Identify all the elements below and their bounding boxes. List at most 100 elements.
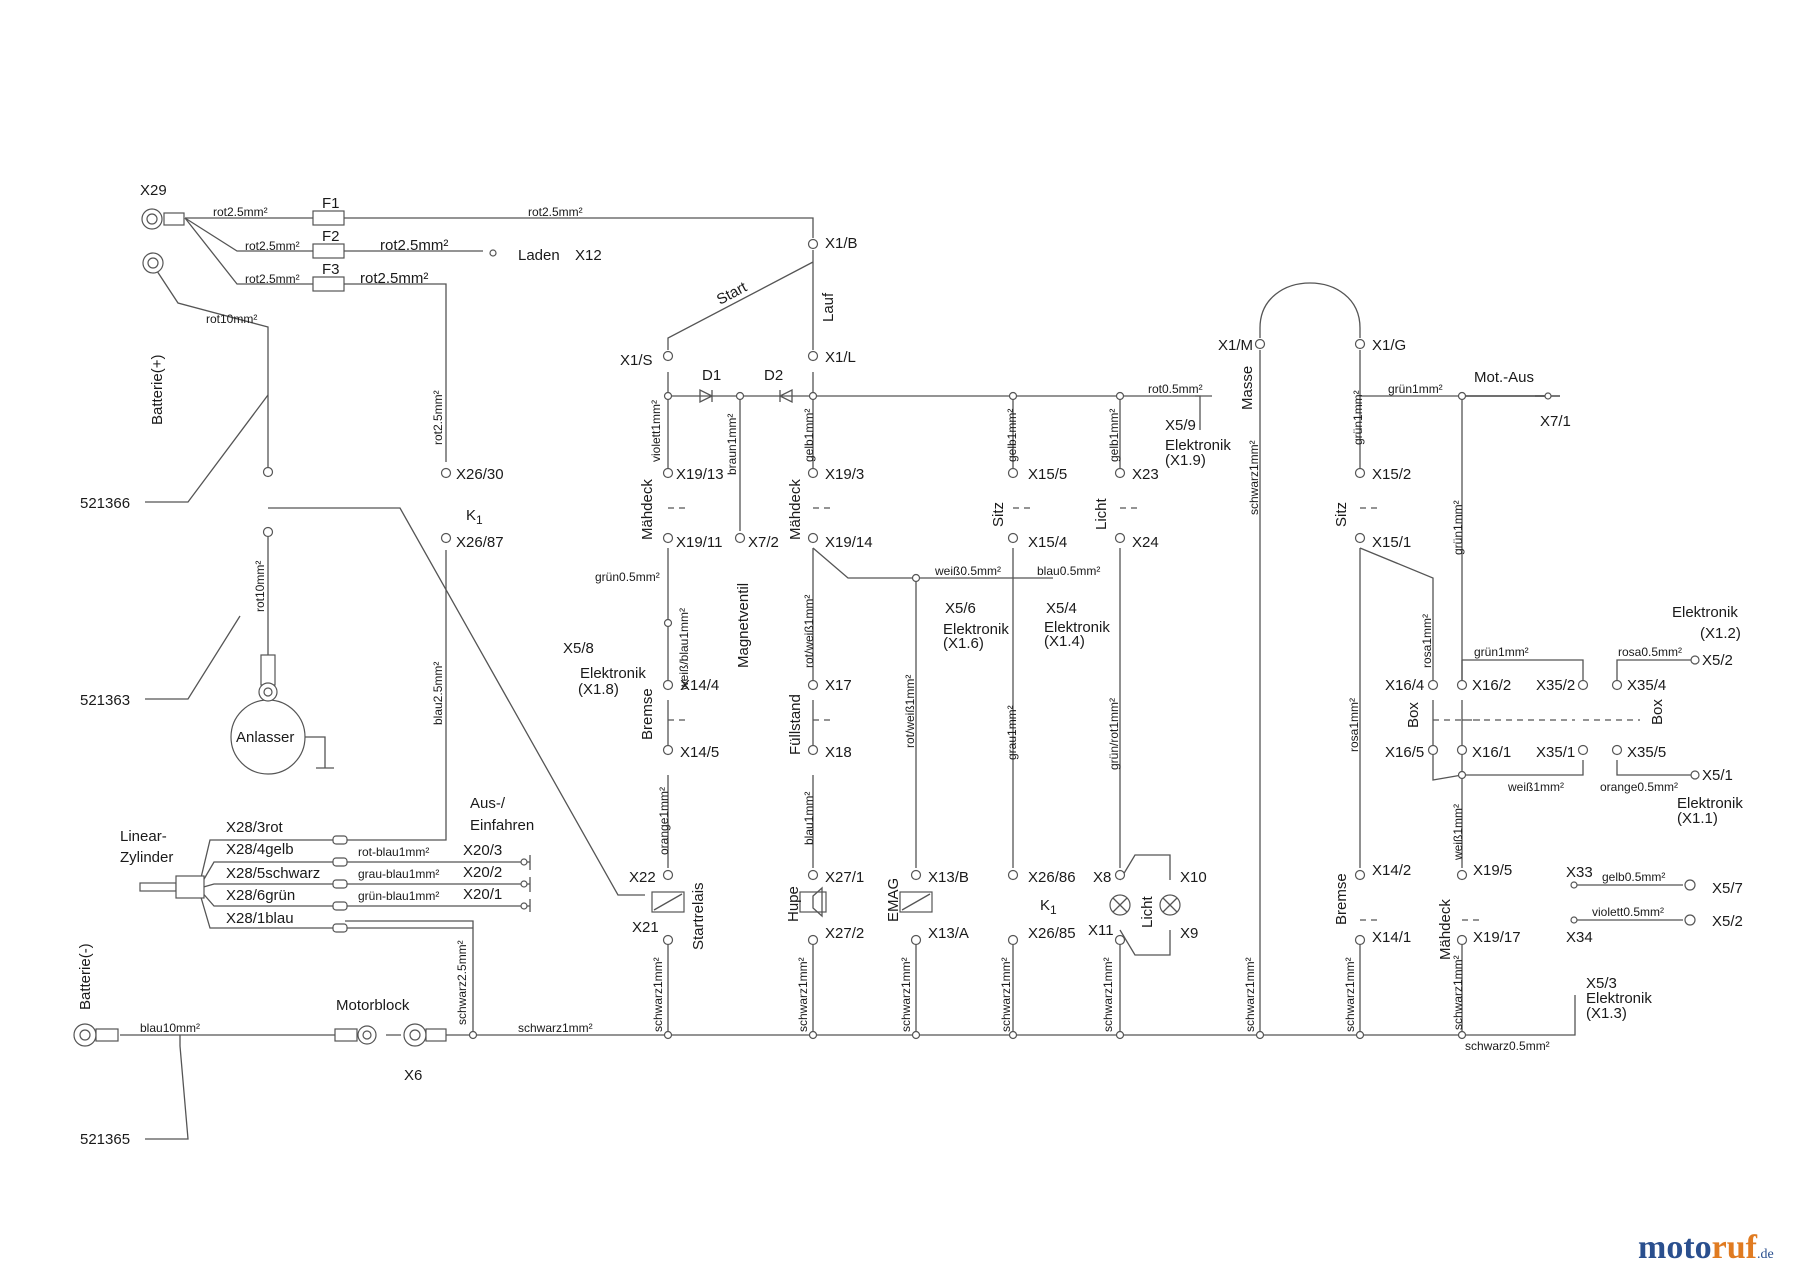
wire-label: grau-blau1mm² (358, 867, 439, 881)
sitz-label: Sitz (990, 502, 1007, 527)
bremse-label: Bremse (1333, 873, 1350, 925)
connector-x11: X11 (1088, 922, 1114, 939)
wire-label: violett0.5mm² (1592, 905, 1664, 919)
wire-label: rot0.5mm² (1148, 382, 1203, 396)
elektronik-label: Elektronik (943, 621, 1009, 638)
connector-x19-13: X19/13 (676, 466, 724, 483)
plug-pins-x28 (332, 835, 348, 933)
elektronik-ref-x1-9: (X1.9) (1165, 452, 1206, 469)
connector-x14-4: X14/4 (680, 677, 719, 694)
connector-x5-2b: X5/2 (1712, 913, 1743, 930)
maehdeck-label: Mähdeck (1437, 899, 1454, 960)
wire-label: blau10mm² (140, 1021, 200, 1035)
battery-minus-label: Batterie(-) (77, 943, 94, 1010)
box-label: Box (1649, 699, 1666, 725)
connector-x27-1: X27/1 (825, 869, 864, 886)
wire-label: weiß0.5mm² (934, 564, 1001, 578)
wire-label: grün1mm² (1351, 390, 1365, 445)
connector-x19-5: X19/5 (1473, 862, 1512, 879)
wire-label: rosa1mm² (1347, 698, 1361, 752)
wire-label: schwarz1mm² (518, 1021, 593, 1035)
wire-label: rot2.5mm² (213, 205, 268, 219)
wire-label: rot-blau1mm² (358, 845, 429, 859)
wire-label: rot10mm² (253, 561, 267, 612)
connector-x26-86: X26/86 (1028, 869, 1076, 886)
wire-label: blau2.5mm² (431, 662, 445, 725)
connector-x28-4: X28/4gelb (226, 841, 294, 858)
starter-motor-icon (230, 654, 334, 775)
battery-minus-terminal-icon (73, 1023, 447, 1047)
sitz-label: Sitz (1333, 502, 1350, 527)
connector-x26-85: X26/85 (1028, 925, 1076, 942)
part-number-521366: 521366 (80, 495, 130, 512)
wire-label: grün/rot1mm² (1107, 698, 1121, 770)
connector-x5-3: X5/3 (1586, 975, 1617, 992)
connector-x35-2: X35/2 (1536, 677, 1575, 694)
connector-x26-87: X26/87 (456, 534, 504, 551)
battery-plus-label: Batterie(+) (149, 355, 166, 425)
elektronik-label: Elektronik (580, 665, 646, 682)
diode-label-d1: D1 (702, 367, 721, 384)
wire-label: braun1mm² (725, 414, 739, 475)
connector-x5-2a: X5/2 (1702, 652, 1733, 669)
fuse-label-f2: F2 (322, 228, 340, 245)
connector-x16-5: X16/5 (1385, 744, 1424, 761)
emag-label: EMAG (885, 878, 902, 922)
zylinder-label: Zylinder (120, 849, 173, 866)
connector-labels: X29 X12 X1/B X1/S X1/L X1/M X1/G X7/1 X2… (140, 182, 1743, 1084)
connector-x18: X18 (825, 744, 852, 761)
connector-x21: X21 (632, 919, 659, 936)
connector-x9: X9 (1180, 925, 1198, 942)
wire-label: schwarz2.5mm² (455, 940, 469, 1025)
connector-x34: X34 (1566, 929, 1593, 946)
licht-label: Licht (1139, 895, 1156, 928)
extend-retract-switch-icon (520, 855, 531, 912)
wire-label: grün0.5mm² (595, 570, 660, 584)
wire-label: blau1mm² (802, 792, 816, 845)
connector-x15-1: X15/1 (1372, 534, 1411, 551)
watermark-logo: motoruf.de (1638, 1229, 1774, 1266)
connector-x14-2: X14/2 (1372, 862, 1411, 879)
wire-label: rosa0.5mm² (1618, 645, 1682, 659)
wire-label: schwarz1mm² (796, 957, 810, 1032)
wire-label: orange1mm² (657, 787, 671, 855)
connector-x23: X23 (1132, 466, 1159, 483)
elektronik-ref-x1-2: (X1.2) (1700, 625, 1741, 642)
watermark-suffix: .de (1757, 1247, 1774, 1262)
connector-x1s: X1/S (620, 352, 653, 369)
wire-label: grau1mm² (1005, 705, 1019, 760)
fuse-f1 (312, 210, 345, 226)
fuse-label-f3: F3 (322, 261, 340, 278)
connector-x13-a: X13/A (928, 925, 969, 942)
wire-label: rot2.5mm² (528, 205, 583, 219)
einfahren-label: Einfahren (470, 817, 534, 834)
hupe-label: Hupe (785, 886, 802, 922)
wire-label: schwarz1mm² (899, 957, 913, 1032)
relay-coils (651, 886, 933, 918)
box-label: Box (1405, 702, 1422, 728)
connector-x20-3: X20/3 (463, 842, 502, 859)
wire-label: schwarz1mm² (1343, 957, 1357, 1032)
wire-label: weiß1mm² (1451, 804, 1465, 861)
connector-x14-1: X14/1 (1372, 929, 1411, 946)
wire-label: rot/weiß1mm² (903, 675, 917, 748)
lamp-icons (1109, 894, 1181, 916)
connector-x16-4: X16/4 (1385, 677, 1424, 694)
wire-label: schwarz0.5mm² (1465, 1039, 1550, 1053)
wire-label: weiß1mm² (1507, 780, 1564, 794)
wire-label: gelb1mm² (1107, 409, 1121, 462)
wire-label: rot2.5mm² (431, 390, 445, 445)
startrelais-label: Startrelais (690, 882, 707, 950)
connector-x19-14: X19/14 (825, 534, 873, 551)
wire-label: rosa1mm² (1420, 614, 1434, 668)
connector-x35-1: X35/1 (1536, 744, 1575, 761)
elektronik-ref-x1-4: (X1.4) (1044, 633, 1085, 650)
switch-actuators (668, 507, 1640, 921)
battery-plus-terminal-icon (141, 208, 185, 274)
connector-x27-2: X27/2 (825, 925, 864, 942)
connector-x16-1: X16/1 (1472, 744, 1511, 761)
connector-x17: X17 (825, 677, 852, 694)
wire-label: rot2.5mm² (380, 237, 448, 254)
wire-label: weiß/blau1mm² (677, 608, 691, 691)
spade-terminals (489, 249, 1700, 926)
